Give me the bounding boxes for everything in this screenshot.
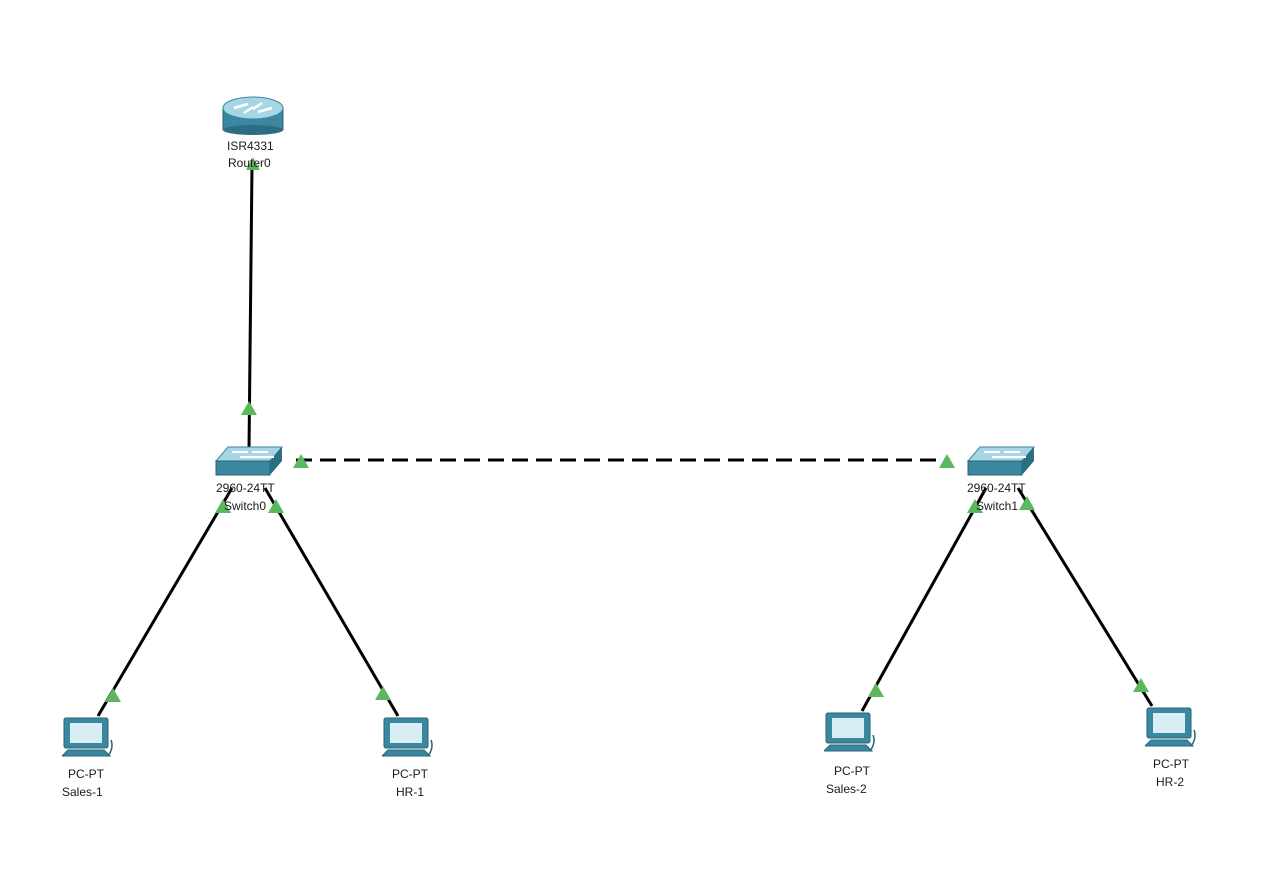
device-model-label: PC-PT (68, 767, 104, 781)
device-model-label: 2960-24TT (967, 481, 1026, 495)
pc-icon (1143, 707, 1196, 747)
link-up-indicator (268, 499, 284, 513)
link-switch0-hr1[interactable] (263, 487, 400, 717)
pc-icon (60, 717, 113, 757)
device-model-label: PC-PT (834, 764, 870, 778)
device-name-label: HR-2 (1156, 775, 1185, 789)
link-up-indicator (967, 499, 983, 513)
device-sales2[interactable] (822, 711, 878, 755)
device-switch1[interactable] (966, 443, 1036, 477)
device-sales1[interactable] (60, 716, 116, 760)
device-switch0[interactable] (214, 443, 284, 477)
link-up-indicator (868, 683, 884, 697)
switch-icon (966, 446, 1036, 476)
router-icon (222, 96, 284, 135)
switch-icon (214, 446, 284, 476)
device-name-label: Switch0 (224, 499, 267, 513)
device-model-label: ISR4331 (227, 139, 274, 153)
device-hr2[interactable] (1143, 706, 1199, 750)
device-name-label: Switch1 (976, 499, 1019, 513)
link-switch1-hr2[interactable] (1016, 487, 1154, 707)
link-up-indicator (375, 686, 391, 700)
link-switch0-sales1[interactable] (96, 487, 234, 717)
link-up-indicator (241, 401, 257, 415)
link-up-indicator (1133, 678, 1149, 692)
device-hr1[interactable] (380, 716, 436, 760)
device-model-label: PC-PT (392, 767, 428, 781)
link-up-indicator (215, 499, 231, 513)
device-router0[interactable] (222, 96, 284, 136)
pc-icon (380, 717, 433, 757)
pc-icon (822, 712, 875, 752)
device-model-label: 2960-24TT (216, 481, 275, 495)
link-up-indicator (293, 454, 309, 468)
device-name-label: Sales-2 (826, 782, 867, 796)
link-up-indicator (246, 157, 260, 170)
device-name-label: Sales-1 (62, 785, 103, 799)
device-model-label: PC-PT (1153, 757, 1189, 771)
device-name-label: Router0 (228, 156, 271, 170)
device-name-label: HR-1 (396, 785, 425, 799)
link-up-indicator (105, 688, 121, 702)
link-switch1-sales2[interactable] (860, 487, 988, 712)
link-up-indicator (939, 454, 955, 468)
link-up-indicator (1019, 496, 1035, 510)
